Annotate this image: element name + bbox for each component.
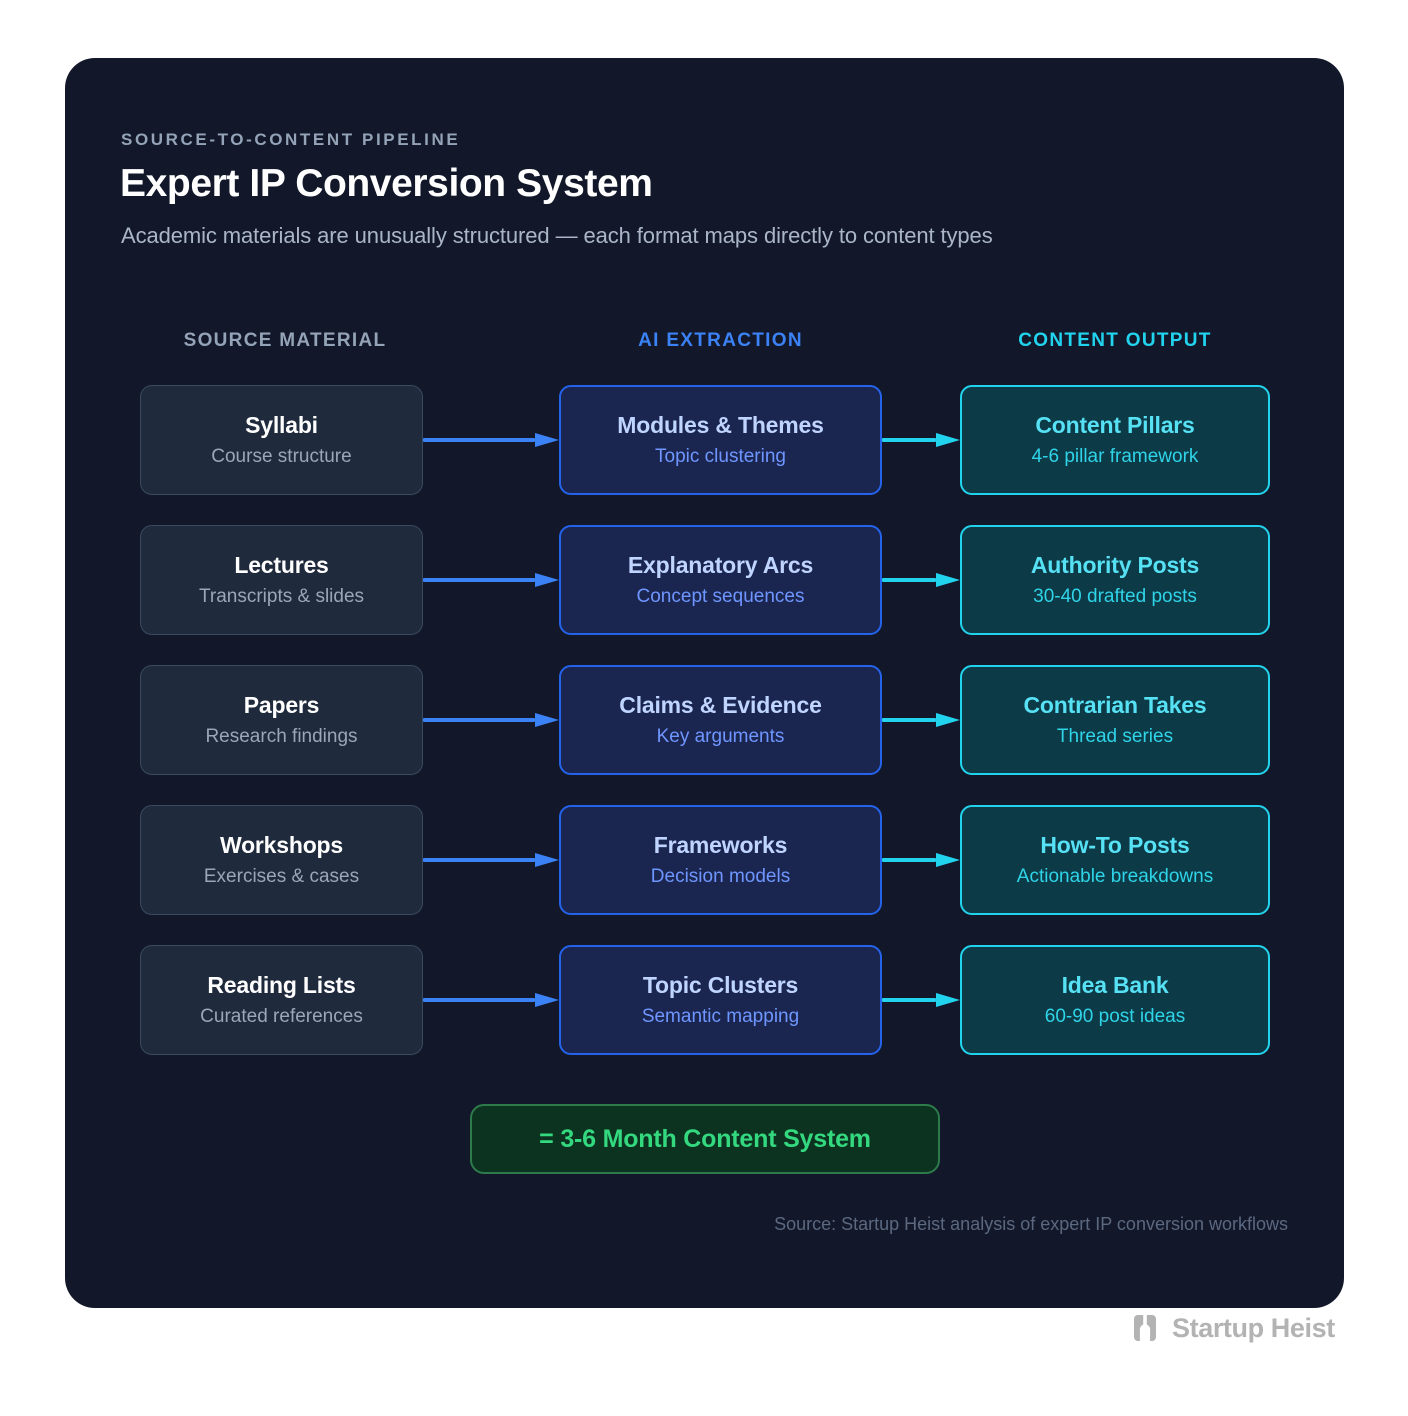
arrow-shaft bbox=[882, 718, 936, 722]
pipeline-row: Workshops Exercises & cases Frameworks D… bbox=[65, 805, 1344, 945]
page-title: Expert IP Conversion System bbox=[120, 162, 653, 205]
arrow-head bbox=[936, 433, 960, 447]
arrow-head bbox=[936, 713, 960, 727]
arrow-source-to-extraction-icon bbox=[423, 573, 559, 587]
extraction-card-subtitle: Semantic mapping bbox=[641, 1005, 800, 1027]
extraction-card-title: Frameworks bbox=[653, 832, 788, 859]
extraction-card[interactable]: Modules & Themes Topic clustering bbox=[559, 385, 882, 495]
arrow-source-to-extraction-icon bbox=[423, 433, 559, 447]
arrow-head bbox=[535, 853, 559, 867]
output-card-title: Contrarian Takes bbox=[1023, 692, 1207, 719]
source-card-title: Reading Lists bbox=[207, 972, 356, 999]
pipeline-row: Papers Research findings Claims & Eviden… bbox=[65, 665, 1344, 805]
arrow-extraction-to-output-icon bbox=[882, 713, 960, 727]
source-card-title: Workshops bbox=[219, 832, 343, 859]
extraction-card[interactable]: Topic Clusters Semantic mapping bbox=[559, 945, 882, 1055]
arrow-shaft bbox=[423, 718, 535, 722]
arrow-shaft bbox=[423, 998, 535, 1002]
output-card-subtitle: 30-40 drafted posts bbox=[1033, 585, 1197, 607]
arrow-source-to-extraction-icon bbox=[423, 713, 559, 727]
arrow-extraction-to-output-icon bbox=[882, 993, 960, 1007]
arrow-shaft bbox=[423, 858, 535, 862]
source-card-subtitle: Course structure bbox=[211, 445, 352, 467]
eyebrow-label: SOURCE-TO-CONTENT PIPELINE bbox=[121, 130, 461, 149]
extraction-card-title: Topic Clusters bbox=[642, 972, 799, 999]
h-logo-icon bbox=[1134, 1314, 1156, 1342]
extraction-card-subtitle: Key arguments bbox=[656, 725, 785, 747]
brand-lockup: Startup Heist bbox=[1129, 1312, 1335, 1344]
source-card[interactable]: Workshops Exercises & cases bbox=[140, 805, 423, 915]
column-header-source: SOURCE MATERIAL bbox=[183, 330, 387, 351]
output-card[interactable]: Idea Bank 60-90 post ideas bbox=[960, 945, 1270, 1055]
output-card[interactable]: Authority Posts 30-40 drafted posts bbox=[960, 525, 1270, 635]
source-card[interactable]: Reading Lists Curated references bbox=[140, 945, 423, 1055]
summary-badge: = 3-6 Month Content System bbox=[470, 1104, 940, 1174]
extraction-card-title: Claims & Evidence bbox=[619, 692, 822, 719]
output-card-subtitle: 4-6 pillar framework bbox=[1031, 445, 1199, 467]
output-card-subtitle: Actionable breakdowns bbox=[1016, 865, 1214, 887]
arrow-shaft bbox=[882, 578, 936, 582]
source-card-subtitle: Exercises & cases bbox=[203, 865, 360, 887]
arrow-shaft bbox=[882, 438, 936, 442]
arrow-source-to-extraction-icon bbox=[423, 853, 559, 867]
arrow-head bbox=[535, 573, 559, 587]
output-card-title: Authority Posts bbox=[1030, 552, 1200, 579]
extraction-card-subtitle: Decision models bbox=[650, 865, 791, 887]
arrow-head bbox=[936, 573, 960, 587]
page-subtitle: Academic materials are unusually structu… bbox=[121, 223, 993, 248]
pipeline-row: Lectures Transcripts & slides Explanator… bbox=[65, 525, 1344, 665]
column-headers: SOURCE MATERIAL AI EXTRACTION CONTENT OU… bbox=[65, 330, 1344, 360]
arrow-shaft bbox=[882, 998, 936, 1002]
brand-name: Startup Heist bbox=[1172, 1312, 1335, 1343]
source-card-title: Lectures bbox=[234, 552, 329, 579]
output-card-title: Content Pillars bbox=[1035, 412, 1195, 439]
source-card[interactable]: Papers Research findings bbox=[140, 665, 423, 775]
output-card[interactable]: How-To Posts Actionable breakdowns bbox=[960, 805, 1270, 915]
source-card-subtitle: Curated references bbox=[200, 1005, 363, 1027]
arrow-head bbox=[936, 853, 960, 867]
extraction-card-subtitle: Concept sequences bbox=[636, 585, 805, 607]
source-card-title: Papers bbox=[243, 692, 320, 719]
arrow-head bbox=[535, 433, 559, 447]
source-card[interactable]: Syllabi Course structure bbox=[140, 385, 423, 495]
output-card-subtitle: Thread series bbox=[1056, 725, 1174, 747]
arrow-extraction-to-output-icon bbox=[882, 853, 960, 867]
output-card-subtitle: 60-90 post ideas bbox=[1044, 1005, 1186, 1027]
extraction-card-title: Explanatory Arcs bbox=[627, 552, 814, 579]
arrow-shaft bbox=[423, 578, 535, 582]
output-card-title: How-To Posts bbox=[1040, 832, 1190, 859]
extraction-card-subtitle: Topic clustering bbox=[655, 445, 786, 467]
arrow-head bbox=[936, 993, 960, 1007]
arrow-head bbox=[535, 713, 559, 727]
source-card-subtitle: Transcripts & slides bbox=[198, 585, 365, 607]
arrow-shaft bbox=[882, 858, 936, 862]
extraction-card[interactable]: Explanatory Arcs Concept sequences bbox=[559, 525, 882, 635]
column-header-extraction: AI EXTRACTION bbox=[638, 330, 803, 351]
source-card-subtitle: Research findings bbox=[205, 725, 358, 747]
output-card[interactable]: Contrarian Takes Thread series bbox=[960, 665, 1270, 775]
arrow-source-to-extraction-icon bbox=[423, 993, 559, 1007]
extraction-card[interactable]: Claims & Evidence Key arguments bbox=[559, 665, 882, 775]
extraction-card-title: Modules & Themes bbox=[617, 412, 824, 439]
source-card[interactable]: Lectures Transcripts & slides bbox=[140, 525, 423, 635]
arrow-shaft bbox=[423, 438, 535, 442]
infographic-card: SOURCE-TO-CONTENT PIPELINE Expert IP Con… bbox=[65, 58, 1344, 1308]
pipeline-row: Reading Lists Curated references Topic C… bbox=[65, 945, 1344, 1085]
arrow-extraction-to-output-icon bbox=[882, 573, 960, 587]
output-card[interactable]: Content Pillars 4-6 pillar framework bbox=[960, 385, 1270, 495]
column-header-output: CONTENT OUTPUT bbox=[1018, 330, 1212, 351]
source-note: Source: Startup Heist analysis of expert… bbox=[774, 1214, 1288, 1234]
source-card-title: Syllabi bbox=[245, 412, 318, 439]
arrow-head bbox=[535, 993, 559, 1007]
arrow-extraction-to-output-icon bbox=[882, 433, 960, 447]
pipeline-row: Syllabi Course structure Modules & Theme… bbox=[65, 385, 1344, 525]
output-card-title: Idea Bank bbox=[1061, 972, 1169, 999]
pipeline-rows: Syllabi Course structure Modules & Theme… bbox=[65, 385, 1344, 1085]
extraction-card[interactable]: Frameworks Decision models bbox=[559, 805, 882, 915]
